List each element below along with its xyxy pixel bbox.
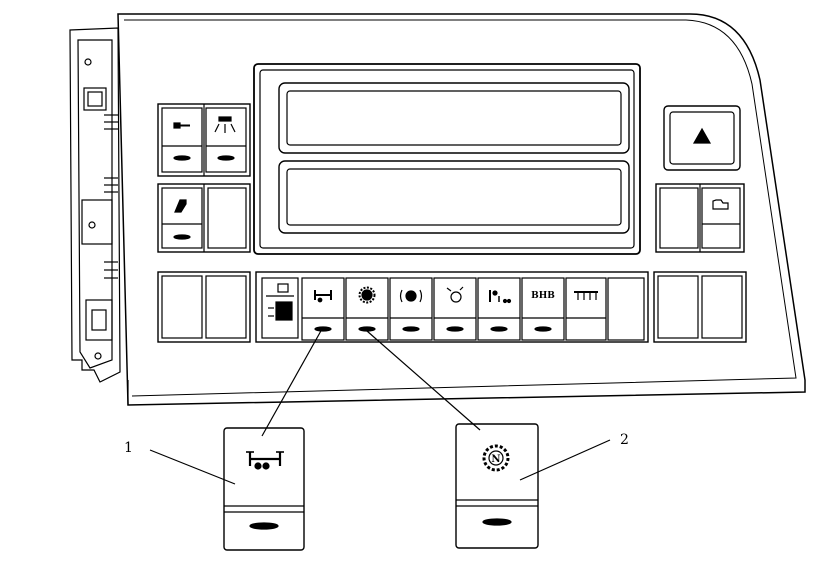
- left-mid-switch-group: [157, 183, 251, 253]
- exhaust-brake-switch[interactable]: [389, 277, 433, 341]
- oil-can-switch[interactable]: [433, 277, 477, 341]
- callout-1: 1: [124, 440, 133, 456]
- display-bezel: [253, 63, 641, 255]
- leader-line-1: [261, 328, 323, 437]
- oil-can-icon: [446, 286, 464, 303]
- detail-switch-1: [223, 427, 305, 551]
- callout-pointer-2: [519, 439, 611, 481]
- hazard-warning-icon: [692, 127, 712, 144]
- floodlight-icon: [214, 116, 236, 133]
- center-row-blank-switch: [607, 277, 645, 341]
- engine-brake-icon: [712, 199, 729, 210]
- seat-heater-icon: [174, 199, 187, 213]
- key-switch[interactable]: [161, 107, 203, 173]
- lower-display-screen: [278, 160, 630, 234]
- panel-housing: [117, 13, 806, 406]
- neutral-gear-icon: N: [482, 444, 510, 472]
- differential-lock-switch[interactable]: [477, 277, 521, 341]
- left-mounting-bracket: [69, 27, 121, 383]
- axle-lift-icon: [314, 290, 332, 303]
- left-top-switch-group: [157, 103, 251, 177]
- axle-lift-icon: [246, 451, 284, 470]
- status-indicator-panel: [261, 277, 299, 339]
- center-switch-row: [255, 271, 649, 343]
- neutral-gear-icon: [358, 286, 376, 304]
- callout-2: 2: [620, 432, 629, 448]
- callout-pointer-1: [149, 449, 236, 485]
- floodlight-switch[interactable]: [205, 107, 247, 173]
- exhaust-brake-icon: [399, 289, 423, 303]
- differential-lock-icon: [489, 290, 512, 304]
- bottom-right-blank-switches: [653, 271, 747, 343]
- bottom-left-blank-switches: [157, 271, 251, 343]
- leader-line-2: [366, 330, 481, 431]
- right-mid-switch-group: [655, 183, 745, 253]
- neutral-gear-letter: N: [491, 454, 500, 465]
- heater-switch[interactable]: [565, 277, 607, 341]
- heater-icon: [574, 291, 598, 300]
- abs-switch[interactable]: BHB: [521, 277, 565, 341]
- seat-heater-switch[interactable]: [161, 187, 203, 249]
- engine-brake-switch[interactable]: [701, 187, 741, 249]
- upper-display-screen: [278, 82, 630, 154]
- detail-switch-2: N: [455, 423, 539, 549]
- neutral-gear-switch[interactable]: [345, 277, 389, 341]
- key-icon: [173, 122, 190, 129]
- abs-switch-label: BHB: [531, 291, 555, 301]
- hazard-switch[interactable]: [663, 105, 741, 171]
- axle-lift-switch[interactable]: [301, 277, 345, 341]
